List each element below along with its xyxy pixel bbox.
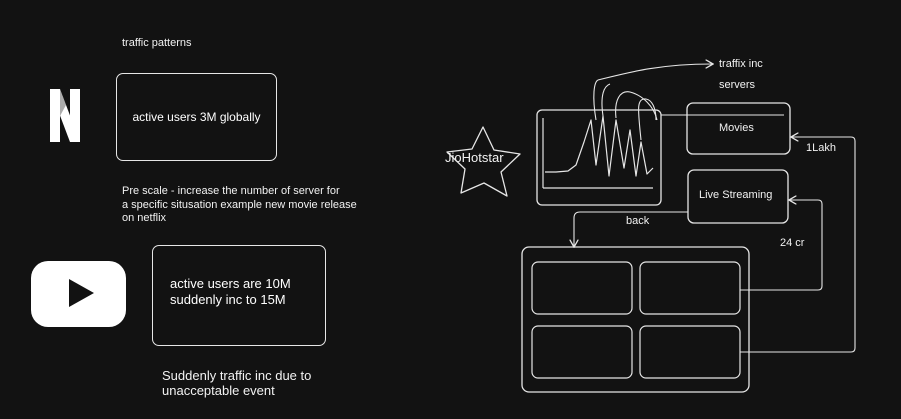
jiohotstar-label: JioHotstar	[445, 150, 504, 165]
traffic-spike-arrows	[593, 64, 712, 141]
server-cell-3	[531, 325, 633, 379]
netflix-users-box: active users 3M globally	[116, 73, 277, 161]
netflix-users-text: active users 3M globally	[132, 110, 261, 124]
live-streaming-label: Live Streaming	[699, 189, 773, 201]
server-cell-1	[531, 261, 633, 315]
youtube-logo-icon	[31, 261, 126, 327]
servers-label: servers	[719, 79, 756, 91]
movies-label: Movies	[719, 122, 754, 134]
grid-to-live-streaming-arrow	[740, 200, 823, 291]
sudden-traffic-note: Suddenly traffic inc due to unacceptable…	[162, 368, 312, 398]
youtube-users-box: active users are 10M suddenly inc to 15M	[152, 245, 326, 346]
back-arrow	[574, 211, 688, 246]
server-cell-4	[639, 325, 741, 379]
server-cell-2	[639, 261, 741, 315]
traffic-patterns-label: traffic patterns	[122, 37, 192, 49]
pre-scale-note: Pre scale - increase the number of serve…	[122, 185, 357, 224]
netflix-logo-icon	[50, 89, 80, 142]
grid-to-movies-arrow	[740, 137, 856, 353]
star-icon	[446, 126, 521, 197]
traffix-inc-label: traffix inc	[719, 58, 763, 70]
traffic-graph	[536, 109, 662, 206]
twentyfour-cr-label: 24 cr	[780, 237, 805, 249]
back-label: back	[626, 215, 650, 227]
one-lakh-label: 1Lakh	[806, 142, 836, 154]
server-grid-box	[521, 246, 750, 393]
youtube-users-text: active users are 10M suddenly inc to 15M	[170, 276, 291, 307]
movies-box	[686, 102, 791, 155]
